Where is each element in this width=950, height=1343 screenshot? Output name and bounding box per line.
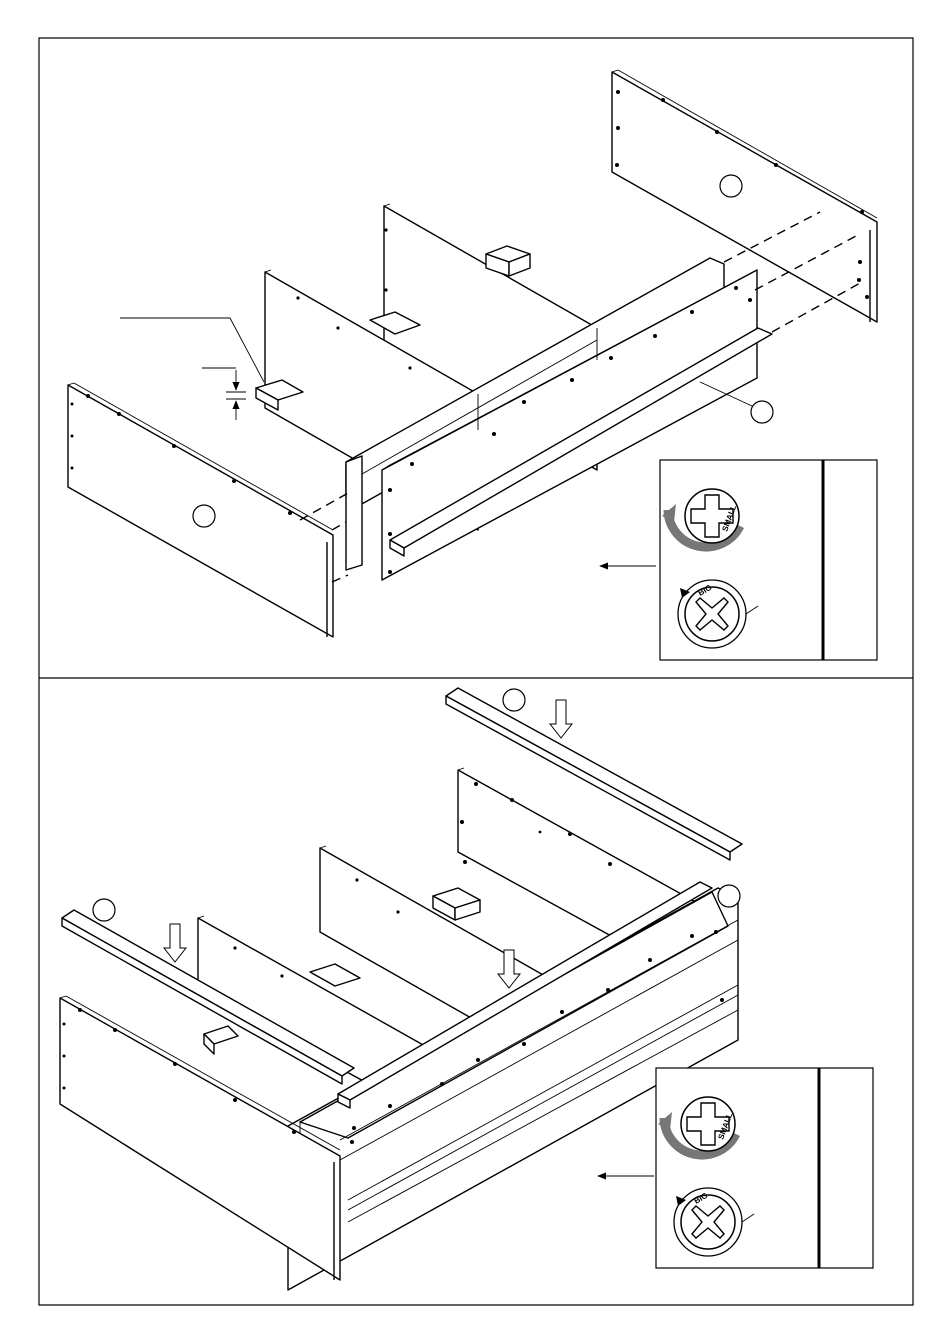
part-number-circle	[93, 899, 115, 921]
step-1-drawing: SMALL BIG	[68, 70, 877, 660]
part-number-circle	[503, 689, 525, 711]
part-number-circle	[751, 401, 773, 423]
part-number-circle	[720, 175, 742, 197]
callout-leaders	[120, 318, 264, 420]
part-number-circle	[193, 505, 215, 527]
screw-detail-panel: SMALL BIG	[660, 460, 877, 660]
step-2-drawing: SMALL BIG	[60, 688, 873, 1290]
down-arrow-icon	[550, 700, 572, 738]
screw-detail-panel-lower: SMALL BIG	[656, 1068, 873, 1268]
down-arrow-icon	[164, 924, 186, 962]
part-number-circle	[718, 885, 740, 907]
